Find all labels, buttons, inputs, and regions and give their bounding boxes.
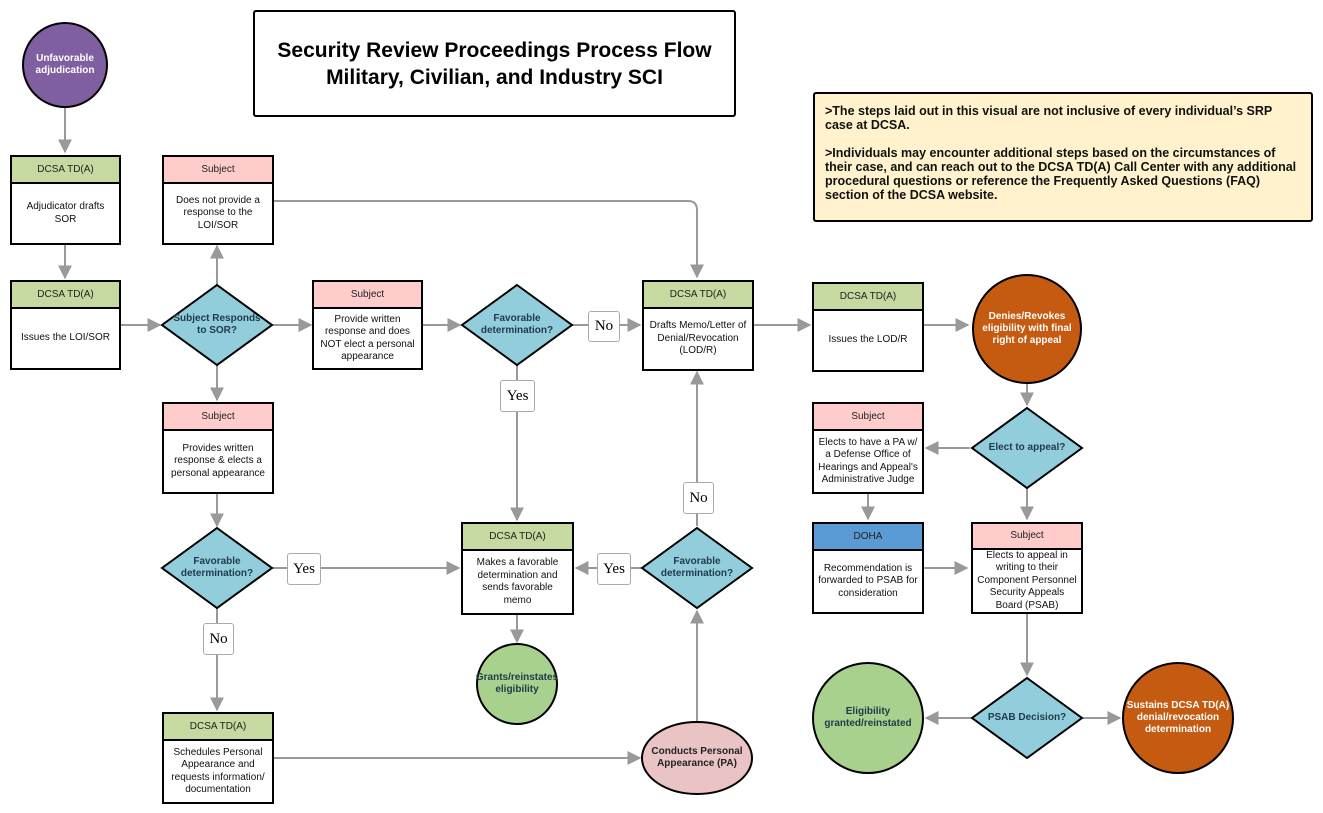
favorable-2-label: Favorable determination? bbox=[180, 556, 254, 579]
box-header: DCSA TD(A) bbox=[644, 282, 752, 309]
box-body: Drafts Memo/Letter of Denial/Revocation … bbox=[649, 320, 747, 357]
edge-label-fav2-no: No bbox=[203, 623, 234, 655]
schedules-pa-box: DCSA TD(A) Schedules Personal Appearance… bbox=[162, 712, 274, 804]
grants-circle bbox=[476, 643, 558, 725]
box-body: Elects to appeal in writing to their Com… bbox=[977, 549, 1077, 611]
favorable-1-diamond bbox=[460, 283, 574, 367]
responds-diamond bbox=[160, 283, 274, 367]
denies-label: Denies/Revokes eligibility with final ri… bbox=[982, 311, 1072, 346]
conducts-pa-ellipse bbox=[641, 721, 753, 795]
drafts-lodr-box: DCSA TD(A) Drafts Memo/Letter of Denial/… bbox=[642, 280, 754, 371]
box-header: Subject bbox=[314, 282, 421, 309]
start-label: Unfavorable adjudication bbox=[35, 53, 95, 76]
drafts-sor-box: DCSA TD(A) Adjudicator drafts SOR bbox=[10, 155, 121, 245]
edge-no-response-to-lodr bbox=[274, 200, 704, 279]
edge-label-fav1-no: No bbox=[588, 311, 620, 342]
box-body: Elects to have a PA w/ a Defense Office … bbox=[818, 436, 918, 486]
page-title: Security Review Proceedings Process Flow… bbox=[253, 10, 736, 117]
denies-circle bbox=[972, 274, 1082, 384]
box-body: Makes a favorable determination and send… bbox=[476, 557, 559, 606]
box-body: Does not provide a response to the LOI/S… bbox=[176, 194, 260, 231]
elect-appeal-diamond bbox=[970, 406, 1084, 490]
written-no-pa-box: Subject Provide written response and doe… bbox=[312, 280, 423, 370]
psab-diamond bbox=[970, 676, 1084, 760]
sustains-label: Sustains DCSA TD(A) denial/revocation de… bbox=[1126, 700, 1230, 735]
box-header: DCSA TD(A) bbox=[12, 157, 119, 184]
no-response-box: Subject Does not provide a response to t… bbox=[162, 155, 274, 245]
issues-lodr-box: DCSA TD(A) Issues the LOD/R bbox=[812, 282, 924, 372]
favorable-2-diamond bbox=[160, 526, 274, 610]
box-header: DCSA TD(A) bbox=[463, 524, 572, 551]
box-header: Subject bbox=[164, 157, 272, 184]
box-header: Subject bbox=[164, 404, 272, 431]
box-body: Schedules Personal Appearance and reques… bbox=[171, 746, 265, 796]
box-body: Provides written response & elects a per… bbox=[171, 442, 265, 479]
box-header: DOHA bbox=[814, 524, 922, 551]
favorable-3-label: Favorable determination? bbox=[660, 556, 734, 579]
grants-label: Grants/reinstates eligibility bbox=[475, 672, 559, 695]
responds-decision-label: Subject Responds to SOR? bbox=[173, 313, 261, 336]
title-line-1: Security Review Proceedings Process Flow bbox=[277, 38, 712, 62]
favorable-3-diamond bbox=[640, 526, 754, 610]
note-paragraph-1: >The steps laid out in this visual are n… bbox=[825, 104, 1273, 132]
start-circle bbox=[22, 22, 108, 108]
doha-box: DOHA Recommendation is forwarded to PSAB… bbox=[812, 522, 924, 614]
box-header: Subject bbox=[973, 524, 1081, 550]
box-header: DCSA TD(A) bbox=[164, 714, 272, 741]
box-body: Recommendation is forwarded to PSAB for … bbox=[818, 562, 918, 599]
edge-label-fav2-yes: Yes bbox=[287, 553, 321, 585]
conducts-pa-label: Conducts Personal Appearance (PA) bbox=[651, 746, 743, 769]
box-header: Subject bbox=[814, 404, 922, 431]
elect-pa-doha-box: Subject Elects to have a PA w/ a Defense… bbox=[812, 402, 924, 494]
box-body: Adjudicator drafts SOR bbox=[26, 201, 105, 225]
issues-loi-box: DCSA TD(A) Issues the LOI/SOR bbox=[10, 280, 121, 370]
note-paragraph-2: >Individuals may encounter additional st… bbox=[825, 146, 1297, 202]
psab-decision-label: PSAB Decision? bbox=[987, 712, 1067, 723]
written-pa-box: Subject Provides written response & elec… bbox=[162, 402, 274, 494]
edge-label-fav3-no: No bbox=[683, 482, 714, 514]
disclaimer-note: >The steps laid out in this visual are n… bbox=[813, 92, 1313, 222]
box-header: DCSA TD(A) bbox=[12, 282, 119, 309]
box-body: Issues the LOI/SOR bbox=[21, 332, 110, 344]
appeal-writing-box: Subject Elects to appeal in writing to t… bbox=[971, 522, 1083, 614]
favorable-1-label: Favorable determination? bbox=[480, 313, 554, 336]
sustains-circle bbox=[1122, 662, 1234, 774]
edge-label-fav1-yes: Yes bbox=[500, 380, 535, 412]
box-header: DCSA TD(A) bbox=[814, 284, 922, 311]
box-body: Issues the LOD/R bbox=[828, 334, 908, 346]
elect-appeal-label: Elect to appeal? bbox=[988, 442, 1066, 453]
box-body: Provide written response and does NOT el… bbox=[320, 313, 415, 363]
eligibility-granted-circle bbox=[812, 662, 924, 774]
edge-label-fav3-yes: Yes bbox=[597, 553, 631, 585]
title-line-2: Military, Civilian, and Industry SCI bbox=[326, 65, 663, 89]
eligibility-granted-label: Eligibility granted/reinstated bbox=[824, 706, 912, 729]
favorable-memo-box: DCSA TD(A) Makes a favorable determinati… bbox=[461, 522, 574, 615]
